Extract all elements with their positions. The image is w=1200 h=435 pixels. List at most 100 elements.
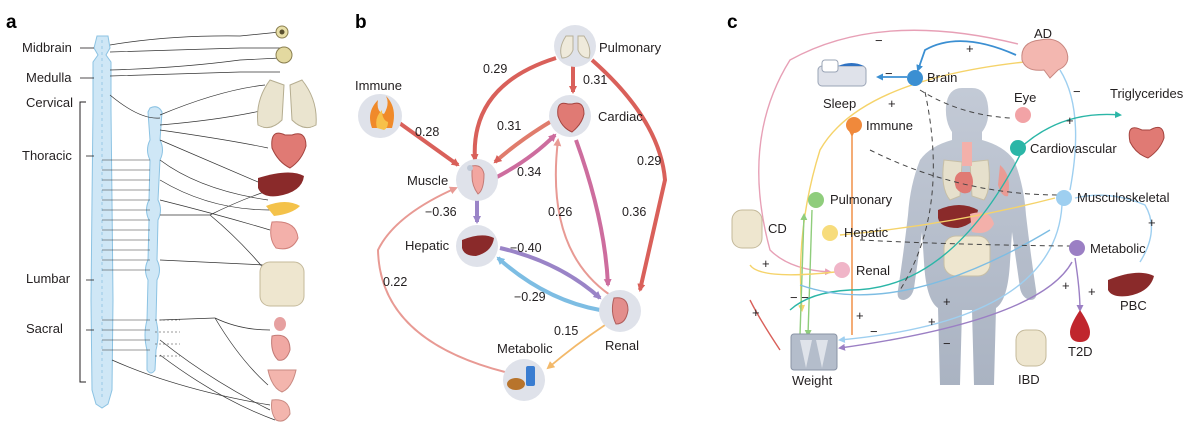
kidney-icon [274, 317, 286, 331]
label-muscle: Muscle [407, 173, 448, 188]
weight-pulmonary-renal: 0.29 [637, 154, 661, 168]
lungs-icon [257, 79, 317, 129]
edge-ad-brain [916, 40, 1017, 72]
node-dot-hepatic [822, 225, 838, 241]
sympathetic-chain [144, 106, 163, 374]
edge-metabolic-t2d [1074, 257, 1084, 312]
label-pbc: PBC [1120, 298, 1147, 313]
nerve-fibres [109, 31, 281, 421]
sign-13: + [928, 314, 936, 329]
node-dot-pulmonary [808, 192, 824, 208]
label-pulmonary: Pulmonary [599, 40, 662, 55]
label-metabolic: Metabolic [497, 341, 553, 356]
heart-icon [271, 132, 307, 169]
edge-immune-muscle [396, 120, 460, 167]
weight-cardiac-renal: 0.36 [622, 205, 646, 219]
edge-cardiac-muscle [493, 120, 552, 164]
panel-a-letter: a [6, 12, 17, 33]
edge-cardio-weight [789, 154, 1021, 311]
label-renal: Renal [605, 338, 639, 353]
sign-5: − [1073, 84, 1081, 99]
edge-pulmonary-renal [590, 58, 668, 292]
edge-lower-blue [799, 229, 1051, 296]
label-metabolic-c: Metabolic [1090, 241, 1146, 256]
segment-ticks [80, 47, 94, 331]
sign-8: + [762, 256, 770, 271]
intestine-icon [259, 261, 305, 307]
brain-ad-icon [1021, 38, 1069, 79]
panel-c-edges [749, 29, 1153, 351]
label-cardiovascular: Cardiovascular [1030, 141, 1117, 156]
node-cardiac [549, 95, 591, 137]
edge-pulmonary-weight [804, 209, 813, 337]
segment-bracket [79, 101, 86, 383]
label-sleep: Sleep [823, 96, 856, 111]
label-cervical: Cervical [26, 95, 73, 110]
label-weight: Weight [792, 373, 833, 388]
label-immune-c: Immune [866, 118, 913, 133]
label-t2d: T2D [1068, 344, 1093, 359]
node-dot-cardiovascular [1010, 140, 1026, 156]
weight-hepatic-renal: −0.40 [510, 241, 542, 255]
label-thoracic: Thoracic [22, 148, 72, 163]
sign-17: + [1088, 284, 1096, 299]
edge-cd-renal [749, 264, 836, 276]
edge-muscle-cardiac [494, 133, 557, 180]
edge-metabolic-muscle [376, 186, 506, 373]
sign-10: + [752, 305, 760, 320]
liver-icon [258, 172, 304, 197]
edge-renal-cardiac [553, 138, 611, 296]
label-sacral: Sacral [26, 321, 63, 336]
spinal-rami [102, 159, 180, 357]
weight-renal-cardiac: 0.26 [548, 205, 572, 219]
panel-a: a Midbrain Medulla Cervical Thoracic Lum… [6, 12, 317, 422]
node-muscle [456, 159, 498, 201]
node-dot-renal [834, 262, 850, 278]
sign-6: + [1066, 113, 1074, 128]
label-hepatic-c: Hepatic [844, 225, 889, 240]
label-eye: Eye [1014, 90, 1036, 105]
blood-drop-t2d-icon [1070, 310, 1090, 342]
label-renal-c: Renal [856, 263, 890, 278]
sign-14: + [943, 294, 951, 309]
label-triglycerides: Triglycerides [1110, 86, 1184, 101]
panel-c-dashed-edges [859, 89, 1071, 291]
weight-pulmonary-muscle: 0.29 [483, 62, 507, 76]
intestine-cd-icon [731, 209, 763, 249]
stomach-icon [270, 221, 299, 250]
label-immune: Immune [355, 78, 402, 93]
weight-renal-hepatic: −0.29 [514, 290, 546, 304]
panel-c-letter: c [727, 12, 738, 33]
weight-muscle-hepatic: −0.36 [425, 205, 457, 219]
intestine-ibd-icon [1015, 329, 1047, 367]
liver-pbc-icon [1108, 272, 1154, 297]
weight-cardiac-muscle: 0.31 [497, 119, 521, 133]
edge-renal-hepatic [496, 256, 601, 312]
genital-icon [271, 399, 291, 422]
panel-c: c [727, 12, 1184, 388]
sign-2: + [966, 41, 974, 56]
node-immune [358, 94, 402, 138]
edge-ad-musculo [1059, 69, 1077, 191]
sign-12: − [870, 324, 878, 339]
body-organs [938, 142, 1009, 277]
sign-9: − − [790, 290, 809, 305]
node-dot-immune [846, 117, 862, 133]
edge-pulmonary-muscle [470, 56, 557, 162]
label-ad: AD [1034, 26, 1052, 41]
node-dot-metabolic [1069, 240, 1085, 256]
edge-yellow-ad [798, 61, 1025, 312]
node-dot-musculoskeletal [1056, 190, 1072, 206]
heart-trig-icon [1128, 126, 1165, 159]
edge-pbc-musculo [1074, 194, 1153, 263]
node-renal [599, 290, 641, 332]
node-dot-brain [907, 70, 923, 86]
sign-16: + [1062, 278, 1070, 293]
edge-musculo-weight [838, 204, 1063, 344]
sign-4: + [888, 96, 896, 111]
edge-cardio-trig [1017, 111, 1122, 151]
edge-metabolic-weight [838, 261, 1073, 351]
sign-3: − [885, 66, 893, 81]
sign-15: − [943, 336, 951, 351]
